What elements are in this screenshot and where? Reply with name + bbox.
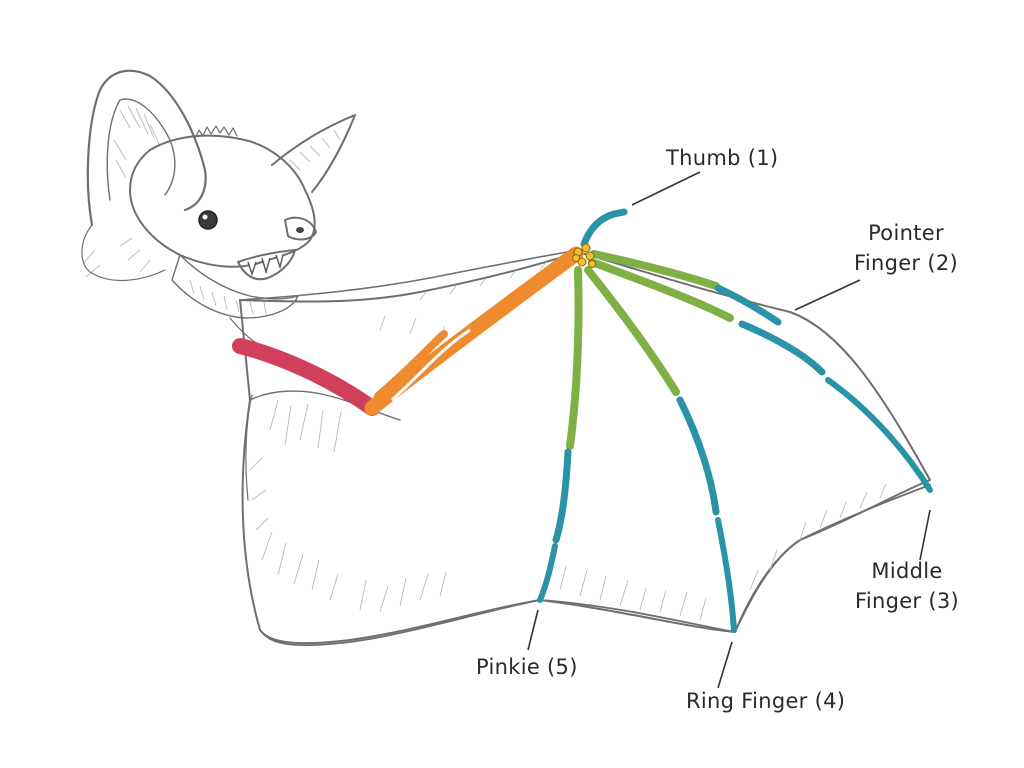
pointer-finger-label-line2: Finger (2) bbox=[853, 251, 958, 275]
pinkie-distal-1 bbox=[552, 448, 572, 544]
middle-finger-label: Middle Finger (3) bbox=[842, 556, 972, 616]
middle-finger-label-line2: Finger (3) bbox=[854, 589, 959, 613]
middle-finger-proximal bbox=[588, 258, 734, 322]
forearm-bone-outer bbox=[364, 246, 584, 416]
middle-finger-distal-1 bbox=[738, 320, 826, 376]
thumb-label: Thumb (1) bbox=[666, 146, 779, 170]
forearm-bone-inner bbox=[374, 330, 448, 400]
pointer-finger-proximal bbox=[590, 250, 720, 290]
wing-membrane bbox=[239, 249, 931, 647]
ring-leader bbox=[717, 641, 733, 689]
pinkie-distal-2 bbox=[537, 543, 558, 603]
middle-finger-distal-2 bbox=[825, 377, 933, 493]
upper-arm-bone bbox=[232, 338, 380, 416]
ring-finger-label: Ring Finger (4) bbox=[686, 689, 846, 713]
pinkie-leader bbox=[527, 609, 539, 651]
pointer-finger-distal bbox=[714, 284, 782, 326]
leader-lines bbox=[527, 171, 931, 689]
middle-finger-label-line1: Middle bbox=[871, 559, 943, 583]
ring-finger-proximal bbox=[584, 266, 680, 396]
wrist-joint bbox=[572, 243, 596, 268]
pinkie-proximal bbox=[566, 266, 583, 450]
bat-head-sketch bbox=[81, 69, 356, 346]
pointer-leader bbox=[794, 279, 861, 311]
thumb-bone bbox=[580, 208, 628, 248]
ring-finger-distal-1 bbox=[676, 396, 720, 516]
middle-leader bbox=[919, 509, 931, 561]
pinkie-label: Pinkie (5) bbox=[476, 655, 578, 679]
wing-bones bbox=[232, 208, 933, 633]
pointer-finger-label-line1: Pointer bbox=[868, 221, 944, 245]
pointer-finger-label: Pointer Finger (2) bbox=[846, 218, 966, 278]
thumb-leader bbox=[631, 171, 701, 206]
ring-finger-distal-2 bbox=[715, 517, 737, 633]
